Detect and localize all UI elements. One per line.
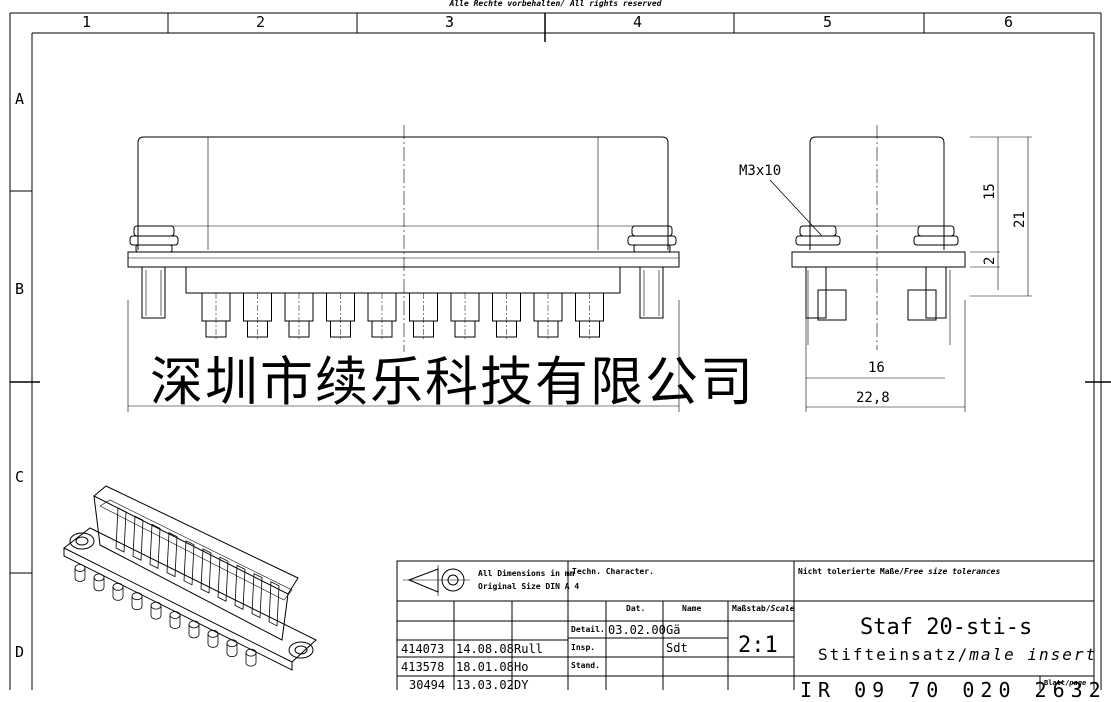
iso-slot xyxy=(149,523,161,570)
iso-pin xyxy=(188,620,200,629)
iso-pin xyxy=(93,573,105,582)
isometric-view xyxy=(63,485,317,671)
thread-label: M3x10 xyxy=(739,163,781,179)
dimension-labels: M3x10 15 21 2 16 22,8 xyxy=(739,163,1028,406)
zone-row-b: B xyxy=(15,280,25,298)
contact-pin xyxy=(450,292,480,340)
dim-2: 2 xyxy=(982,257,998,265)
dim-21: 21 xyxy=(1012,211,1028,228)
revision-2-name: Ho xyxy=(514,660,529,674)
revision-1-name: Rull xyxy=(514,642,543,656)
watermark-text: 深圳市续乐科技有限公司 xyxy=(150,352,755,413)
dimensions-note-2: Original Size DIN A 4 xyxy=(478,582,580,591)
iso-pin-body xyxy=(112,586,124,601)
iso-slot xyxy=(234,564,246,611)
side-view xyxy=(769,125,1032,412)
revision-2-no: 413578 xyxy=(401,660,445,674)
iso-pin xyxy=(131,592,143,601)
iso-pin-body xyxy=(93,577,105,592)
contact-pin xyxy=(243,292,272,340)
revision-3-date: 13.03.02 xyxy=(456,678,514,692)
contact-pin xyxy=(575,292,604,340)
sheet-label: Blatt/page xyxy=(1044,679,1087,687)
col-date-label: Dat. xyxy=(626,604,646,613)
zone-col-2: 2 xyxy=(256,13,266,31)
iso-pin-body xyxy=(226,643,238,658)
contact-pins xyxy=(201,292,604,340)
zone-row-d: D xyxy=(15,643,25,661)
zone-row-a: A xyxy=(15,90,25,108)
techn-character-label: Techn. Character. xyxy=(572,567,654,576)
iso-pin xyxy=(112,582,124,591)
contact-pin xyxy=(367,292,397,340)
revision-3-name: DY xyxy=(514,678,529,692)
zone-col-4: 4 xyxy=(633,13,643,31)
iso-slot xyxy=(268,581,280,627)
contact-pin xyxy=(201,292,231,340)
zone-row-c: C xyxy=(15,468,25,486)
iso-contact-slots xyxy=(115,507,280,627)
contact-pin xyxy=(326,292,355,340)
contact-pin xyxy=(492,292,521,340)
dim-22-8: 22,8 xyxy=(856,390,890,406)
iso-pin xyxy=(74,564,86,572)
drawing-title: Staf 20-sti-s xyxy=(860,615,1033,640)
row-detail-label: Detail. xyxy=(571,625,605,634)
front-view xyxy=(127,125,680,412)
contact-pin xyxy=(284,292,314,340)
iso-pin xyxy=(226,639,238,648)
revision-1-no: 414073 xyxy=(401,642,445,656)
scale-label: Maßstab/Scale xyxy=(732,604,795,613)
iso-slot xyxy=(251,572,263,619)
tolerances-label: Nicht tolerierte Maße/Free size toleranc… xyxy=(798,567,1001,576)
iso-contact-pins xyxy=(74,564,257,667)
iso-slot xyxy=(183,540,195,586)
dim-16: 16 xyxy=(868,360,885,376)
row-stand-label: Stand. xyxy=(571,661,600,670)
iso-pin-body xyxy=(245,652,257,667)
frame-inner xyxy=(31,32,1095,690)
insp-name: Sdt xyxy=(666,641,688,655)
zone-col-5: 5 xyxy=(823,13,833,31)
scale-value: 2:1 xyxy=(738,633,778,658)
row-insp-label: Insp. xyxy=(571,643,596,652)
iso-pin-body xyxy=(74,568,86,582)
zone-col-1: 1 xyxy=(82,13,92,31)
iso-pin-body xyxy=(169,615,181,629)
detail-date: 03.02.00 xyxy=(608,623,666,637)
iso-slot xyxy=(115,507,127,553)
iso-pin-body xyxy=(207,633,219,648)
revision-1-date: 14.08.08 xyxy=(456,642,514,656)
iso-pin-body xyxy=(188,624,200,639)
revision-2-date: 18.01.08 xyxy=(456,660,514,674)
iso-pin-body xyxy=(131,596,143,611)
dim-15: 15 xyxy=(982,183,998,200)
iso-pin xyxy=(150,601,162,610)
drawing-subtitle: Stifteinsatz/male insert (F) xyxy=(818,645,1111,664)
rights-note: Alle Rechte vorbehalten/ All rights rese… xyxy=(449,0,662,8)
iso-pin xyxy=(169,611,181,619)
iso-slot xyxy=(166,531,178,578)
zone-col-6: 6 xyxy=(1004,13,1014,31)
iso-pin xyxy=(245,648,257,657)
detail-name: Gä xyxy=(666,623,681,637)
col-name-label: Name xyxy=(682,604,702,613)
iso-slot xyxy=(217,556,229,602)
frame-top-strip xyxy=(9,12,1102,690)
contact-pin xyxy=(533,292,563,340)
iso-slot xyxy=(200,548,212,594)
contact-pin xyxy=(409,292,438,340)
dimensions-note-1: All Dimensions in mm xyxy=(478,569,575,578)
title-block-lines xyxy=(396,560,1094,690)
iso-pin xyxy=(207,629,219,638)
revision-3-no: 30494 xyxy=(409,678,446,692)
zone-col-3: 3 xyxy=(445,13,455,31)
iso-pin-body xyxy=(150,605,162,620)
iso-slot xyxy=(132,515,144,561)
